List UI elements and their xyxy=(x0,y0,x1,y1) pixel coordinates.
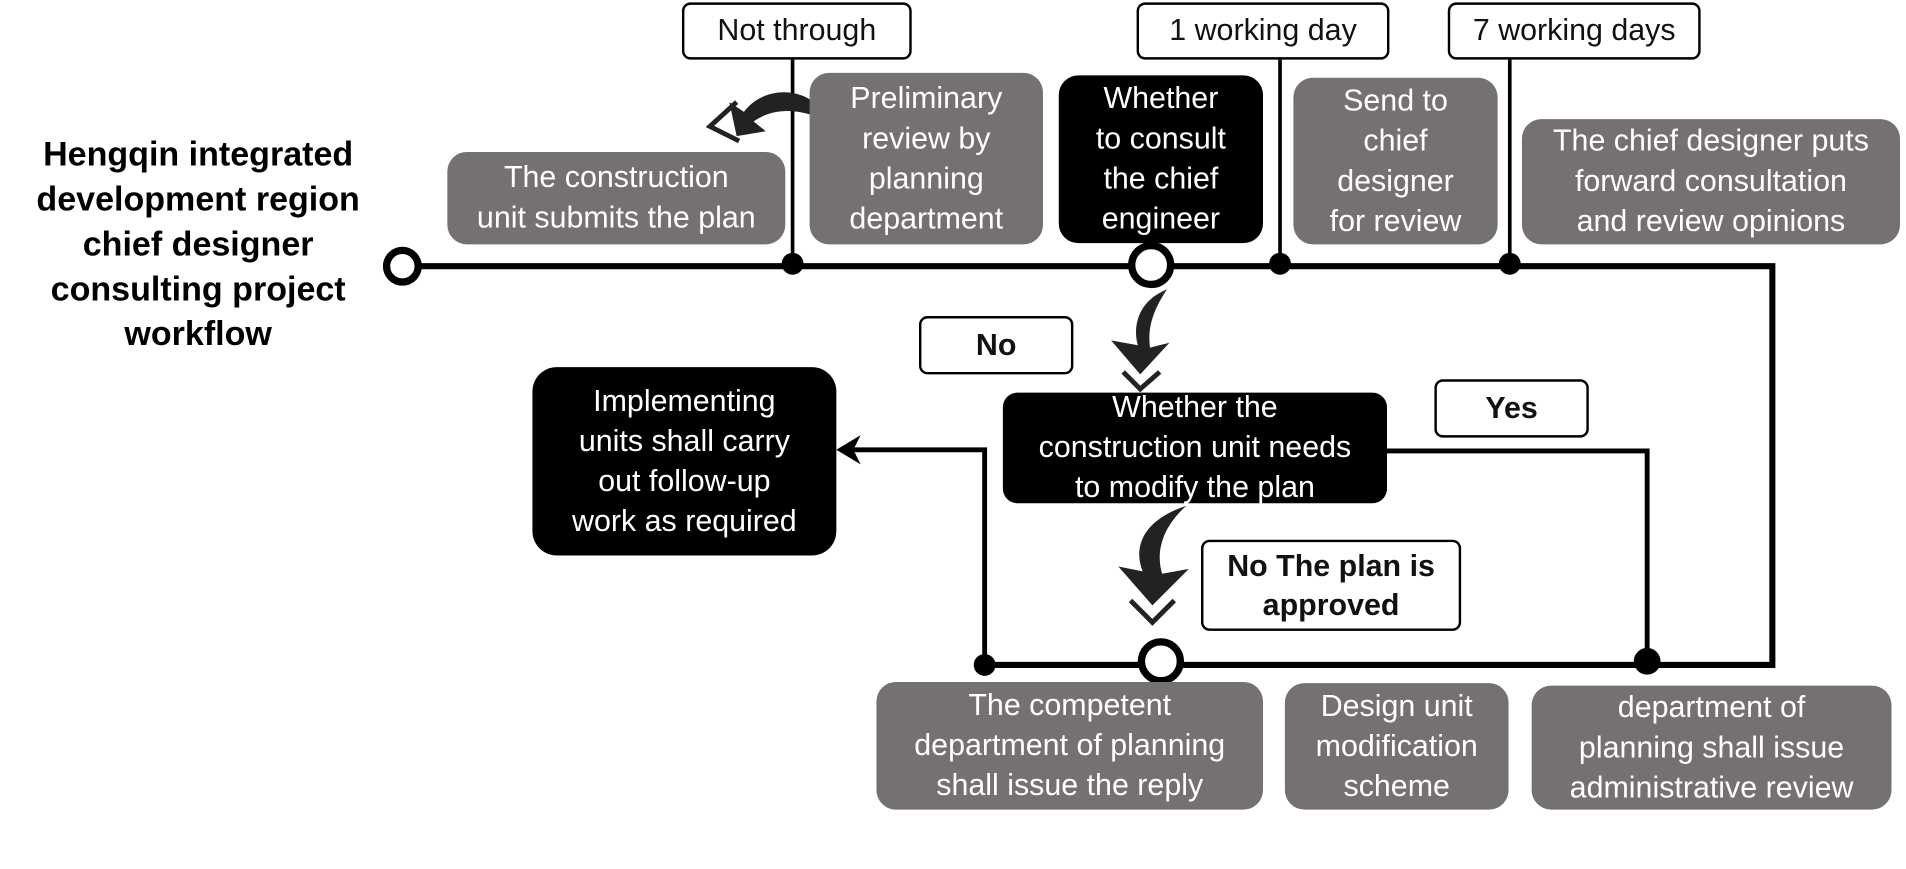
not-through-label: Not through xyxy=(681,2,912,60)
decision-modify-plan: Whether the construction unit needs to m… xyxy=(1002,390,1387,504)
step-text: review by xyxy=(862,120,991,155)
step-text: and review opinions xyxy=(1576,204,1846,239)
yes-label: Yes xyxy=(1434,379,1589,438)
label-line: No The plan is xyxy=(1227,548,1435,583)
step-text: Implementing xyxy=(593,383,776,418)
step-text: department of planning xyxy=(914,728,1226,763)
step-text: planning xyxy=(868,161,984,196)
node-dot-icon xyxy=(781,252,804,275)
step-text: modification xyxy=(1315,728,1478,763)
no-label: No xyxy=(918,316,1074,375)
step-text: Preliminary xyxy=(850,80,1003,115)
start-node-icon xyxy=(382,246,422,286)
step-text: planning shall issue xyxy=(1578,729,1845,765)
title-line: workflow xyxy=(124,314,272,353)
seven-working-days-label: 7 working days xyxy=(1447,2,1701,60)
return-arrow-icon xyxy=(705,92,833,144)
node-dot-icon xyxy=(973,653,996,676)
plan-approved-label: No The plan is approved xyxy=(1201,539,1462,631)
step-text: The chief designer puts xyxy=(1552,123,1869,159)
step-text: unit submits the plan xyxy=(476,200,756,235)
step-review-opinions: The chief designer puts forward consulta… xyxy=(1521,119,1900,245)
diagram-title: Hengqin integrated development region ch… xyxy=(12,131,384,356)
step-text: out follow-up xyxy=(598,463,771,498)
decision-node-icon xyxy=(1128,241,1175,289)
node-dot-icon xyxy=(1498,252,1521,275)
step-issue-reply: The competent department of planning sha… xyxy=(876,681,1264,810)
node-dot-icon xyxy=(1633,647,1661,675)
step-text: to modify the plan xyxy=(1074,470,1315,505)
arrowhead-left-icon xyxy=(836,435,861,465)
step-text: units shall carry xyxy=(578,423,790,458)
down-arrow-icon-1 xyxy=(1111,289,1170,393)
step-text: chief xyxy=(1363,123,1428,158)
title-line: Hengqin integrated xyxy=(43,134,354,173)
step-follow-up-work: Implementing units shall carry out follo… xyxy=(532,367,837,556)
step-text: engineer xyxy=(1101,201,1221,236)
step-text: scheme xyxy=(1343,768,1450,803)
step-text: Whether the xyxy=(1112,390,1278,425)
one-working-day-label: 1 working day xyxy=(1136,2,1390,60)
step-text: shall issue the reply xyxy=(936,768,1204,803)
title-line: consulting project xyxy=(50,269,346,308)
step-text: designer xyxy=(1337,163,1454,198)
step-submit-plan: The construction unit submits the plan xyxy=(447,151,786,245)
step-text: department of xyxy=(1617,689,1806,724)
step-text: to consult xyxy=(1095,121,1226,156)
down-arrow-icon-2 xyxy=(1118,505,1189,626)
main-timeline xyxy=(402,263,1776,668)
label-line: approved xyxy=(1262,587,1400,622)
decision-consult-chief-engineer: Whether to consult the chief engineer xyxy=(1058,75,1264,244)
step-text: administrative review xyxy=(1569,770,1854,805)
follow-up-connector xyxy=(843,447,988,665)
step-text: the chief xyxy=(1103,161,1219,196)
step-text: Whether xyxy=(1103,81,1219,116)
step-text: The construction xyxy=(503,160,729,195)
step-text: The competent xyxy=(968,688,1172,723)
step-text: work as required xyxy=(572,503,797,538)
step-administrative-review: department of planning shall issue admin… xyxy=(1531,685,1892,810)
step-text: for review xyxy=(1329,203,1462,238)
node-dot-icon xyxy=(1269,252,1291,275)
step-send-to-chief-designer: Send to chief designer for review xyxy=(1293,77,1498,245)
step-design-modification: Design unit modification scheme xyxy=(1284,683,1509,810)
step-text: Design unit xyxy=(1320,688,1473,723)
approval-node-icon xyxy=(1137,638,1184,685)
yes-connector xyxy=(1386,448,1650,662)
step-text: department xyxy=(849,201,1004,236)
step-text: construction unit needs xyxy=(1038,430,1352,465)
step-text: Send to xyxy=(1343,83,1448,118)
title-line: chief designer xyxy=(82,224,314,263)
step-text: forward consultation xyxy=(1574,164,1847,199)
title-line: development region xyxy=(36,179,360,218)
step-preliminary-review: Preliminary review by planning departmen… xyxy=(809,72,1043,245)
